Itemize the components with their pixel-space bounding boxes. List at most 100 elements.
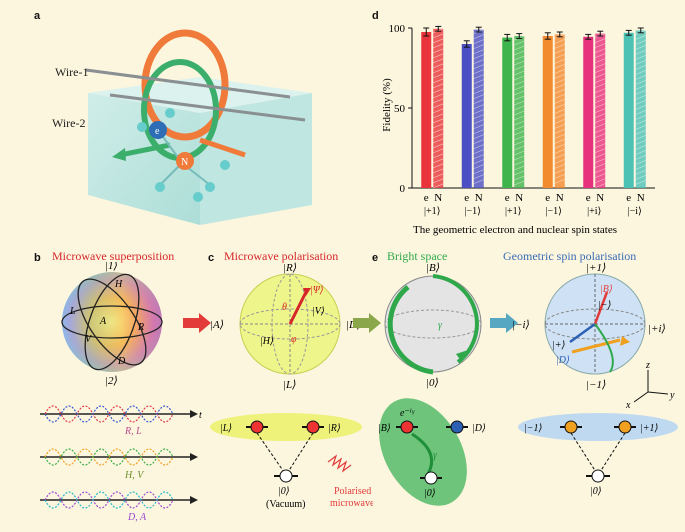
level-0-dot: [279, 469, 293, 483]
bar-hatch: [595, 73, 606, 78]
bar: [542, 36, 553, 188]
bar-hatch: [595, 48, 606, 53]
panel-letter-d: d: [372, 10, 379, 22]
panel-letter-e: e: [372, 252, 379, 264]
bar-hatch: [554, 114, 565, 119]
bar-hatch: [433, 103, 444, 109]
bar-hatch: [595, 128, 606, 133]
nucleus-label: N: [181, 157, 188, 168]
bar-hatch: [554, 124, 565, 129]
bar-hatch: [554, 79, 565, 84]
level-minus1-label: |−1⟩: [524, 423, 542, 434]
bar-hatch: [433, 48, 444, 54]
fidelity-bar-chart: Fidelity (%) The geometric electron and …: [381, 23, 655, 236]
bar-hatch: [635, 145, 646, 150]
bar-hatch: [473, 179, 484, 184]
bar-hatch: [514, 65, 525, 71]
arrow-c-to-e: [353, 313, 381, 333]
bar-hatch: [635, 70, 646, 75]
arrow-b-to-c: [183, 313, 211, 333]
title-microwave-polarisation: Microwave polarisation: [224, 249, 339, 263]
x-tick-label: e: [545, 192, 550, 204]
bar-hatch: [433, 68, 444, 74]
panel-e-bright-space: |B⟩ |0⟩ γ |B⟩ |D⟩ e⁻ⁱᵞ γ |0⟩: [378, 262, 486, 506]
bar-hatch: [473, 99, 484, 104]
x-tick-label: e: [626, 192, 631, 204]
bar-hatch: [514, 100, 525, 106]
panel-a-device-illustration: e N Wire-1 Wire-2: [52, 29, 312, 225]
bar-hatch: [433, 178, 444, 184]
bar-hatch: [595, 58, 606, 63]
bar-hatch: [635, 60, 646, 65]
ket-L-bottom: |L⟩: [283, 379, 296, 391]
bar-hatch: [635, 35, 646, 40]
x-tick-label: N: [556, 192, 564, 204]
nucleus-sphere: [176, 152, 194, 170]
bar-hatch: [635, 110, 646, 115]
bar-hatch: [554, 44, 565, 49]
point-V: V: [85, 334, 93, 345]
bar-hatch: [595, 133, 606, 138]
level-B-dot: [400, 420, 414, 434]
bar-hatch: [473, 149, 484, 154]
bar-hatch: [595, 113, 606, 118]
bar-hatch: [473, 84, 484, 89]
bar-hatch: [514, 75, 525, 81]
ket-D-f: |D⟩: [556, 355, 570, 366]
bar-hatch: [514, 85, 525, 91]
panel-letter-a: a: [34, 10, 41, 22]
bar-hatch: [635, 175, 646, 180]
bar-hatch: [473, 74, 484, 79]
ket-B-top: |B⟩: [426, 262, 440, 274]
bar-hatch: [433, 133, 444, 139]
bar-hatch: [514, 180, 525, 186]
bar-hatch: [635, 85, 646, 90]
bar-hatch: [473, 174, 484, 179]
wire-2-label: Wire-2: [52, 116, 86, 130]
green-path: [387, 285, 434, 375]
bar-hatch: [514, 45, 525, 51]
axis-x: x: [625, 400, 631, 411]
bar-hatch: [595, 163, 606, 168]
bar-hatch: [473, 134, 484, 139]
axis-y: y: [669, 390, 675, 401]
ket-psi: |Ψ⟩: [310, 285, 324, 296]
bar-hatch: [554, 169, 565, 174]
bar-hatch: [595, 108, 606, 113]
phase-label: e⁻ⁱᵞ: [400, 408, 415, 419]
x-tick-label: N: [475, 192, 483, 204]
point-R: R: [137, 322, 144, 333]
state-label: |−1⟩: [545, 206, 562, 217]
ket-0-bottom: |0⟩: [426, 377, 439, 389]
bar-hatch: [595, 38, 606, 43]
bar-hatch: [554, 139, 565, 144]
axis-z: z: [645, 360, 650, 371]
bar: [421, 32, 432, 188]
bar-hatch: [433, 138, 444, 144]
bar-hatch: [635, 90, 646, 95]
wave-da-label: D, A: [127, 512, 147, 523]
bar-hatch: [473, 139, 484, 144]
bar-hatch: [433, 123, 444, 129]
bar-hatch: [473, 104, 484, 109]
bar-hatch: [595, 173, 606, 178]
state-label: |−i⟩: [628, 206, 642, 217]
bar-hatch: [595, 83, 606, 88]
panel-letter-c: c: [208, 252, 215, 264]
bar: [623, 32, 634, 188]
bar-hatch: [554, 54, 565, 59]
bar-hatch: [433, 163, 444, 169]
bar-hatch: [433, 78, 444, 84]
ket-B-f: |B⟩: [600, 284, 613, 295]
bar-hatch: [554, 94, 565, 99]
title-bright-space: Bright space: [387, 249, 448, 263]
wave-rl: [40, 405, 198, 423]
bar-hatch: [433, 58, 444, 64]
bar-hatch: [635, 165, 646, 170]
bar-hatch: [635, 55, 646, 60]
bar-hatch: [433, 153, 444, 159]
bar: [502, 37, 513, 188]
y-tick-label: 50: [394, 103, 406, 115]
bar-hatch: [635, 100, 646, 105]
level-R-label: |R⟩: [328, 423, 341, 434]
